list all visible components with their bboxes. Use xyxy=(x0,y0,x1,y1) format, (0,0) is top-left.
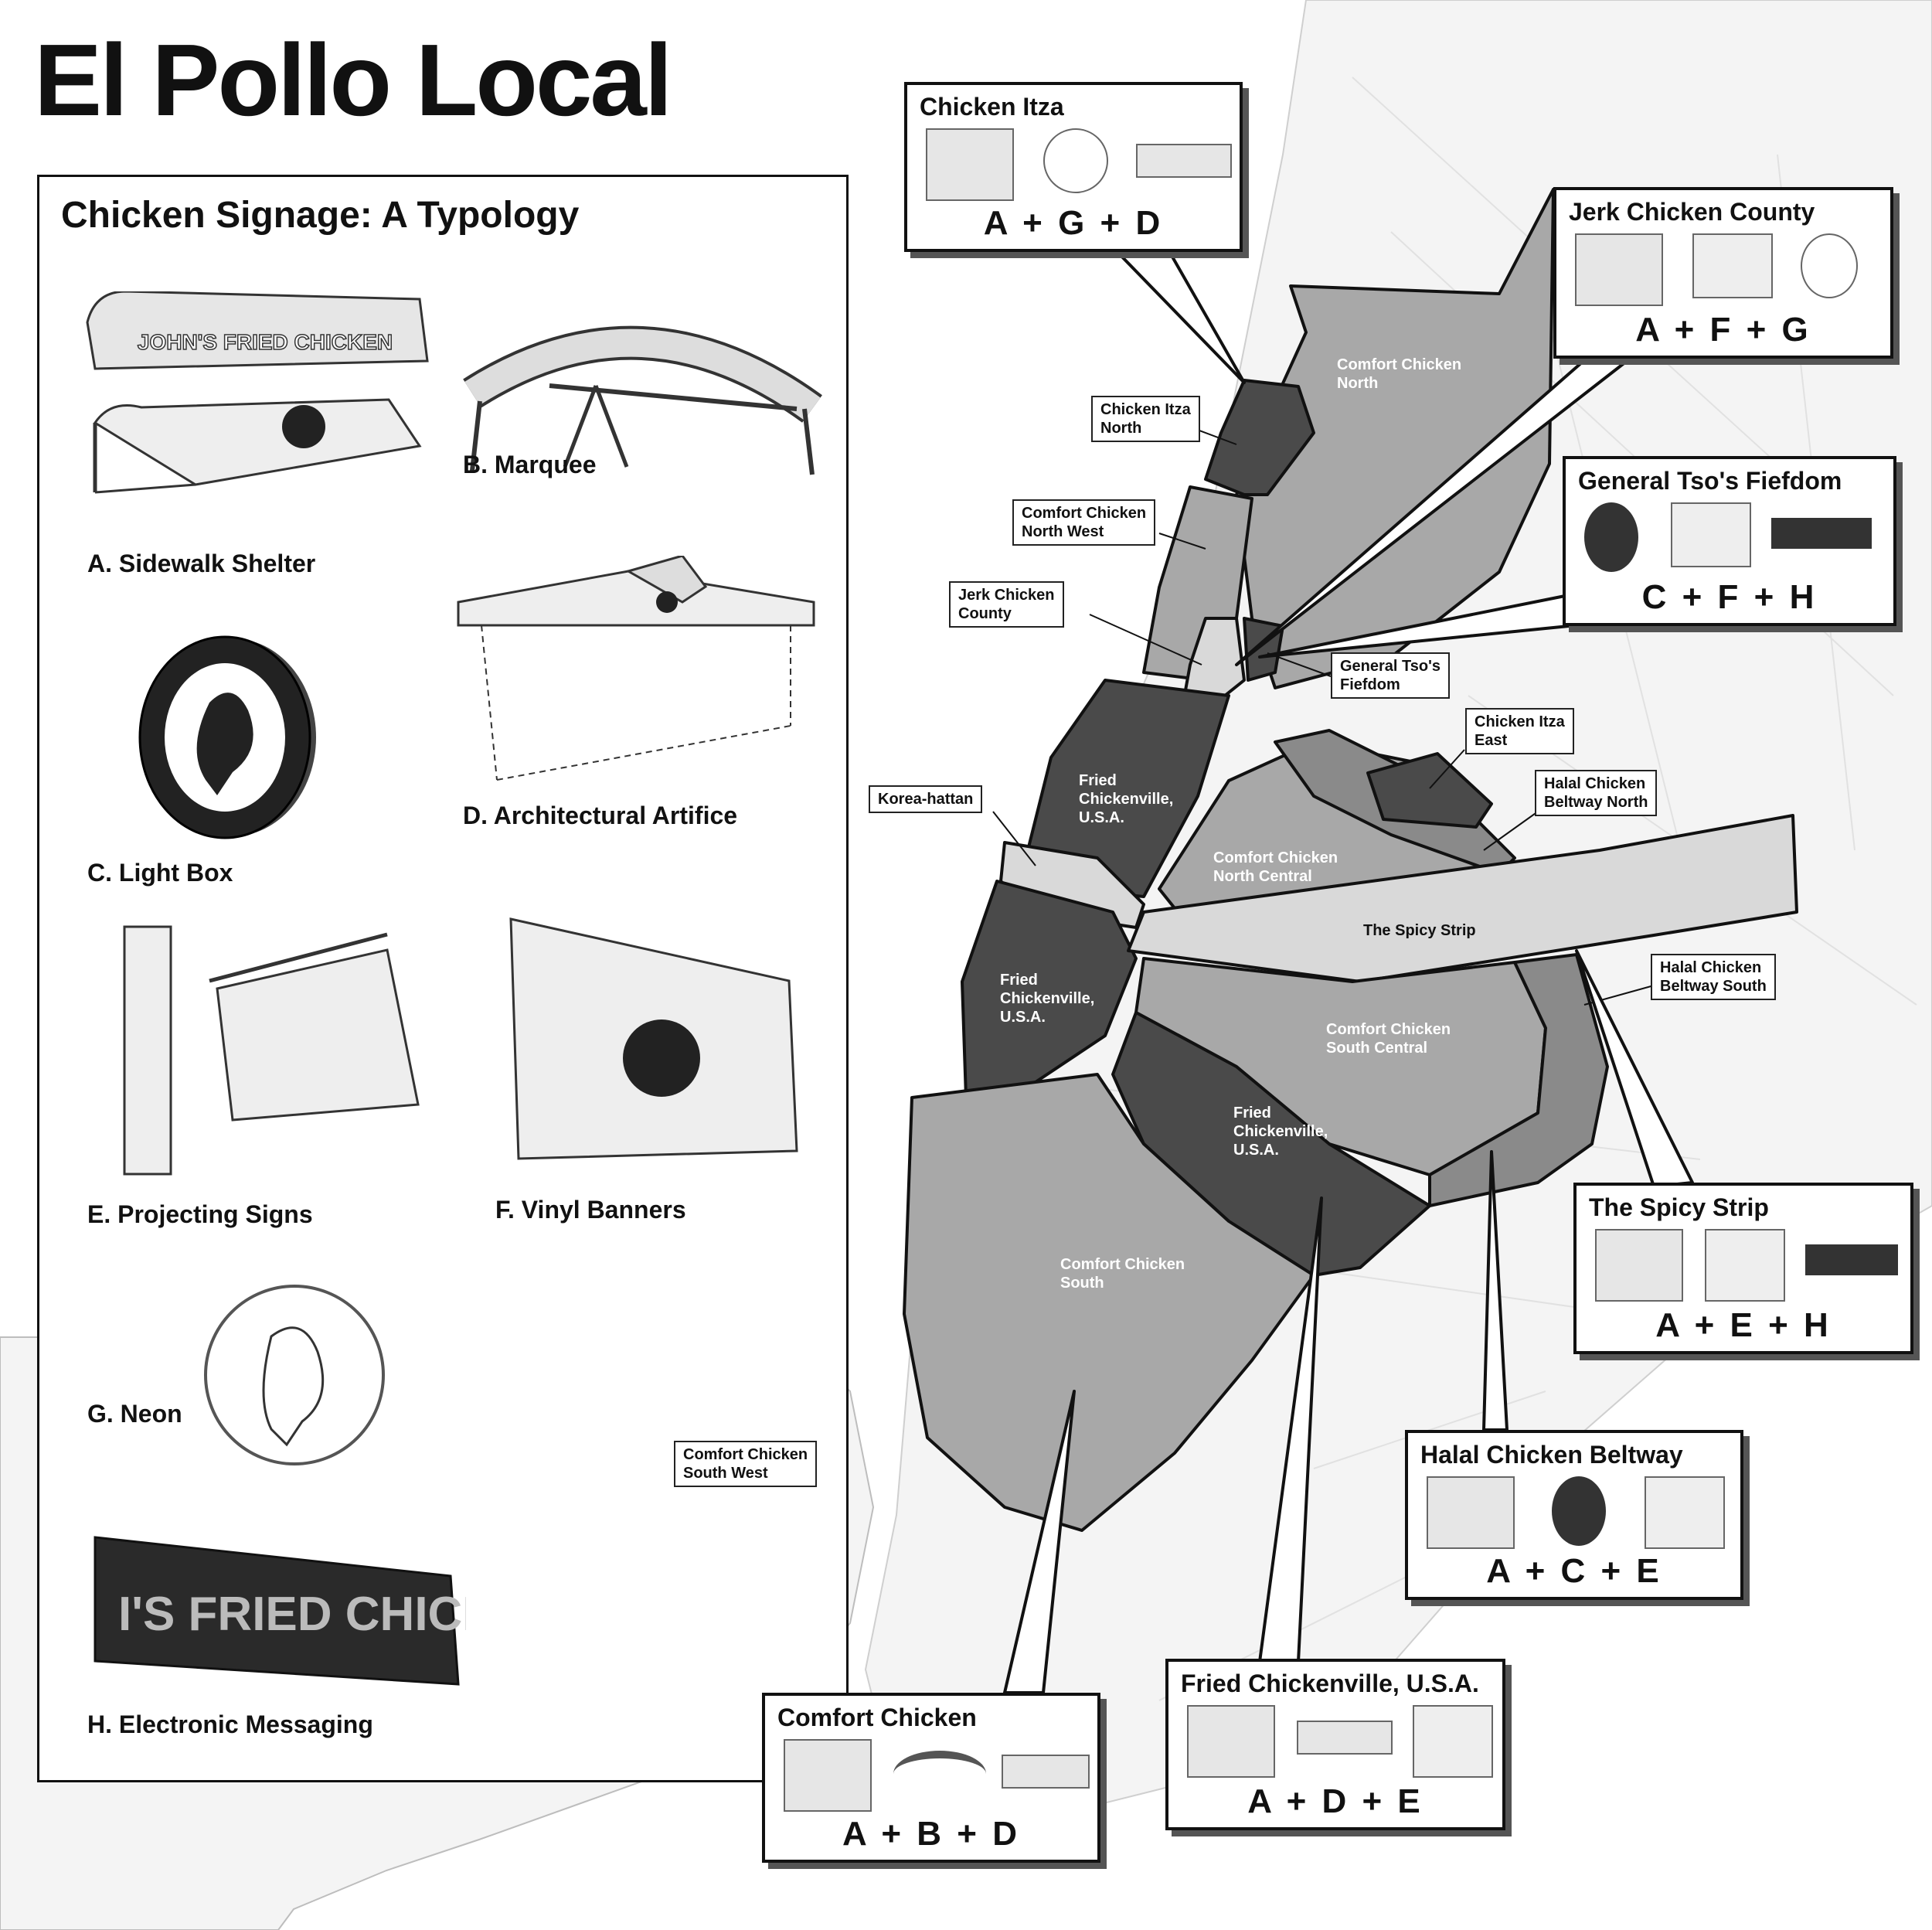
region-fried-3 xyxy=(1111,1011,1431,1277)
region-halal-south xyxy=(1428,953,1609,1207)
callout-title: Halal Chicken Beltway xyxy=(1420,1441,1683,1469)
callout-formula: A + C + E xyxy=(1486,1552,1662,1590)
region-label-comfort-north-central: Comfort Chicken North Central xyxy=(1213,849,1338,885)
region-fried-2 xyxy=(961,880,1138,1099)
region-label-fried-3: Fried Chickenville, U.S.A. xyxy=(1233,1105,1328,1159)
thumb-vinyl-banner xyxy=(1671,502,1751,567)
callout-sign-thumbnails xyxy=(777,1739,1090,1813)
label-chicken-itza-east: Chicken Itza East xyxy=(1465,708,1574,754)
sign-label-h: H. Electronic Messaging xyxy=(87,1710,373,1738)
callout-fried-chickenville: Fried Chickenville, U.S.A. A + D + E xyxy=(1165,1659,1505,1830)
region-label-fried-2: Fried Chickenville, U.S.A. xyxy=(1000,972,1095,1026)
light-box-illustration xyxy=(138,635,316,839)
led-sign-text: I'S FRIED CHICKEN xyxy=(118,1588,466,1641)
label-korea-hattan: Korea-hattan xyxy=(869,785,983,813)
callout-formula: A + F + G xyxy=(1635,311,1811,349)
callout-general-tso: General Tso's Fiefdom C + F + H xyxy=(1563,456,1896,626)
callout-sign-thumbnails xyxy=(1578,502,1881,577)
label-jerk-chicken-county: Jerk Chicken County xyxy=(949,581,1064,628)
label-general-tso: General Tso's Fiefdom xyxy=(1331,652,1450,699)
callout-halal-beltway: Halal Chicken Beltway A + C + E xyxy=(1405,1430,1743,1600)
region-label-comfort-north: Comfort Chicken North xyxy=(1337,356,1462,392)
callout-jerk-chicken-county: Jerk Chicken County A + F + G xyxy=(1553,187,1893,359)
sign-label-e: E. Projecting Signs xyxy=(87,1200,313,1228)
page-title: El Pollo Local xyxy=(34,23,672,137)
thumb-sidewalk-shelter xyxy=(926,128,1014,201)
thumb-electronic-messaging xyxy=(1805,1244,1898,1275)
label-halal-south: Halal Chicken Beltway South xyxy=(1651,954,1776,1000)
callout-comfort-chicken: Comfort Chicken A + B + D xyxy=(762,1693,1100,1863)
callout-sign-thumbnails xyxy=(1181,1705,1493,1779)
callout-wedges xyxy=(1003,246,1694,1694)
thumb-neon xyxy=(1043,128,1108,193)
thumb-architectural-artifice xyxy=(1297,1721,1393,1755)
sign-label-f: F. Vinyl Banners xyxy=(495,1196,686,1224)
callout-sign-thumbnails xyxy=(1569,233,1878,308)
region-chicken-itza-north xyxy=(1204,379,1315,496)
callout-formula: A + D + E xyxy=(1247,1782,1423,1820)
sign-label-a: A. Sidewalk Shelter xyxy=(87,550,316,577)
region-spicy-strip xyxy=(1127,814,1798,983)
label-comfort-north-west: Comfort Chicken North West xyxy=(1012,499,1156,546)
sign-label-g: G. Neon xyxy=(87,1400,182,1428)
sidewalk-shelter-illustration: JOHN'S FRIED CHICKEN xyxy=(86,291,429,494)
callout-title: The Spicy Strip xyxy=(1589,1193,1769,1221)
electronic-messaging-illustration: I'S FRIED CHICKEN xyxy=(94,1536,466,1686)
projecting-signs-illustration xyxy=(123,925,420,1176)
region-label-fried-1: Fried Chickenville, U.S.A. xyxy=(1079,772,1174,826)
callout-formula: A + G + D xyxy=(983,204,1164,242)
region-comfort-south xyxy=(903,1073,1315,1532)
label-comfort-south-west: Comfort Chicken South West xyxy=(674,1441,818,1487)
region-label-comfort-south: Comfort Chicken South xyxy=(1060,1256,1185,1292)
thumb-vinyl-banner xyxy=(1692,233,1773,298)
callout-title: Jerk Chicken County xyxy=(1569,198,1815,226)
thumb-architectural-artifice xyxy=(1136,144,1232,178)
callout-formula: A + B + D xyxy=(842,1815,1020,1853)
marquee-illustration xyxy=(463,325,822,475)
callout-title: Fried Chickenville, U.S.A. xyxy=(1181,1670,1479,1697)
typology-heading: Chicken Signage: A Typology xyxy=(61,195,580,236)
region-label-comfort-south-central: Comfort Chicken South Central xyxy=(1326,1021,1451,1057)
callout-sign-thumbnails xyxy=(1589,1229,1898,1303)
callout-sign-thumbnails xyxy=(1420,1476,1728,1550)
thumb-projecting-signs xyxy=(1413,1705,1493,1778)
thumb-sidewalk-shelter xyxy=(1595,1229,1683,1302)
sign-label-c: C. Light Box xyxy=(87,859,233,887)
callout-chicken-itza: Chicken Itza A + G + D xyxy=(904,82,1243,252)
thumb-sidewalk-shelter xyxy=(784,1739,872,1812)
typology-panel: Chicken Signage: A Typology JOHN'S FRIED… xyxy=(37,175,849,1782)
callout-spicy-strip: The Spicy Strip A + E + H xyxy=(1573,1183,1913,1354)
thumb-light-box xyxy=(1552,1476,1606,1546)
region-label-spicy-strip: The Spicy Strip xyxy=(1363,922,1476,939)
label-chicken-itza-north: Chicken Itza North xyxy=(1091,396,1200,442)
callout-title: Comfort Chicken xyxy=(777,1704,977,1731)
thumb-sidewalk-shelter xyxy=(1575,233,1663,306)
thumb-architectural-artifice xyxy=(1002,1755,1090,1789)
thumb-sidewalk-shelter xyxy=(1427,1476,1515,1549)
thumb-projecting-signs xyxy=(1705,1229,1785,1302)
callout-title: Chicken Itza xyxy=(920,93,1064,121)
sign-label-b: B. Marquee xyxy=(463,451,597,478)
regions xyxy=(586,188,1798,1532)
architectural-artifice-illustration xyxy=(457,556,815,781)
thumb-projecting-signs xyxy=(1645,1476,1725,1549)
thumb-electronic-messaging xyxy=(1771,518,1872,549)
region-chicken-itza-east xyxy=(1366,752,1493,829)
sign-label-d: D. Architectural Artifice xyxy=(463,802,738,829)
callout-sign-thumbnails xyxy=(920,128,1232,203)
callout-formula: C + F + H xyxy=(1641,578,1818,616)
neon-illustration xyxy=(204,1285,385,1465)
thumb-neon xyxy=(1801,233,1858,298)
vinyl-banner-illustration xyxy=(509,917,798,1160)
shelter-sign-text: JOHN'S FRIED CHICKEN xyxy=(138,330,393,354)
thumb-marquee xyxy=(893,1751,986,1797)
callout-title: General Tso's Fiefdom xyxy=(1578,467,1842,495)
thumb-sidewalk-shelter xyxy=(1187,1705,1275,1778)
callout-formula: A + E + H xyxy=(1655,1306,1832,1344)
thumb-light-box xyxy=(1584,502,1638,572)
label-halal-north: Halal Chicken Beltway North xyxy=(1535,770,1658,816)
